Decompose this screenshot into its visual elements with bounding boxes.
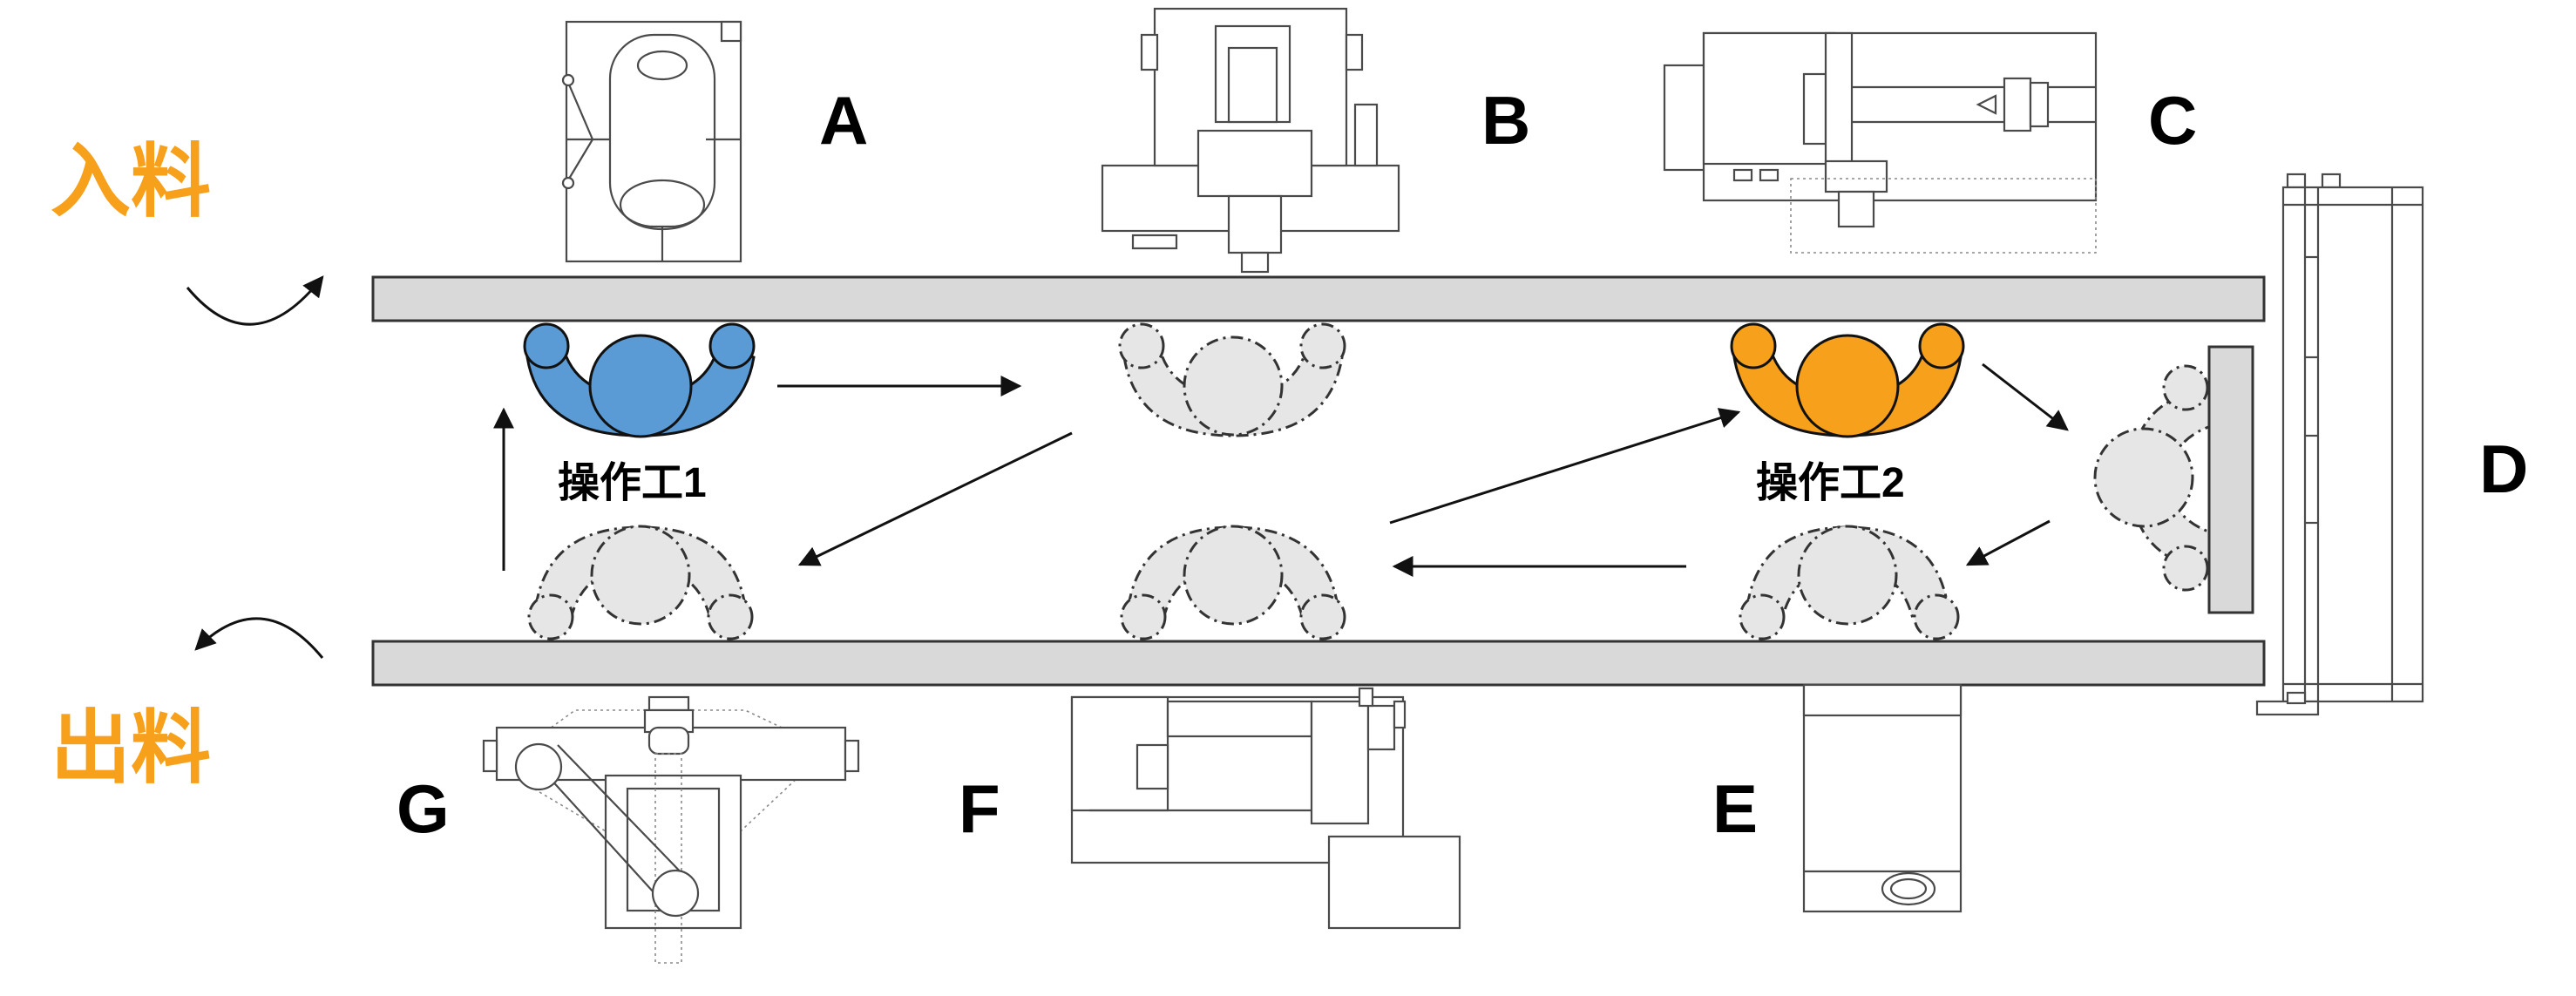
- arrow-f-to-op2: [1389, 408, 1741, 525]
- operator-2: [1730, 322, 1965, 438]
- arrow-d-to-e: [1965, 519, 2051, 566]
- machine-c: [1663, 31, 2098, 254]
- operator-1-label: 操作工1: [558, 460, 707, 506]
- machine-d: [2255, 173, 2424, 716]
- machine-c-label: C: [2148, 82, 2197, 159]
- operator-2-label: 操作工2: [1756, 460, 1905, 506]
- arrow-op2-to-d: [1982, 362, 2069, 431]
- ghost-operator-b: [1118, 322, 1346, 437]
- machine-f: [1070, 687, 1461, 930]
- machine-b: [1101, 7, 1400, 274]
- machine-g-label: G: [397, 770, 450, 847]
- machine-a-label: A: [819, 82, 868, 159]
- arrow-b-to-g: [797, 431, 1073, 566]
- machine-a: [561, 20, 742, 263]
- operator-1: [523, 322, 756, 438]
- machine-e: [1802, 683, 1963, 913]
- ghost-operator-d: [2093, 364, 2224, 592]
- machine-g: [482, 695, 860, 964]
- bottom-rail: [371, 640, 2266, 687]
- ghost-operator-e: [1739, 525, 1960, 640]
- machine-b-label: B: [1481, 82, 1530, 159]
- ghost-operator-f: [1120, 525, 1346, 640]
- inbound-label: 入料: [51, 138, 211, 227]
- inbound-curved-arrow: [186, 275, 324, 326]
- machine-e-label: E: [1712, 770, 1758, 847]
- machine-d-panel: [2207, 345, 2254, 614]
- top-rail: [371, 275, 2266, 322]
- machine-d-label: D: [2479, 430, 2528, 507]
- outbound-label: 出料: [51, 704, 211, 793]
- machine-f-label: F: [959, 770, 1000, 847]
- outbound-curved-arrow: [194, 617, 324, 659]
- ghost-operator-g: [527, 525, 754, 640]
